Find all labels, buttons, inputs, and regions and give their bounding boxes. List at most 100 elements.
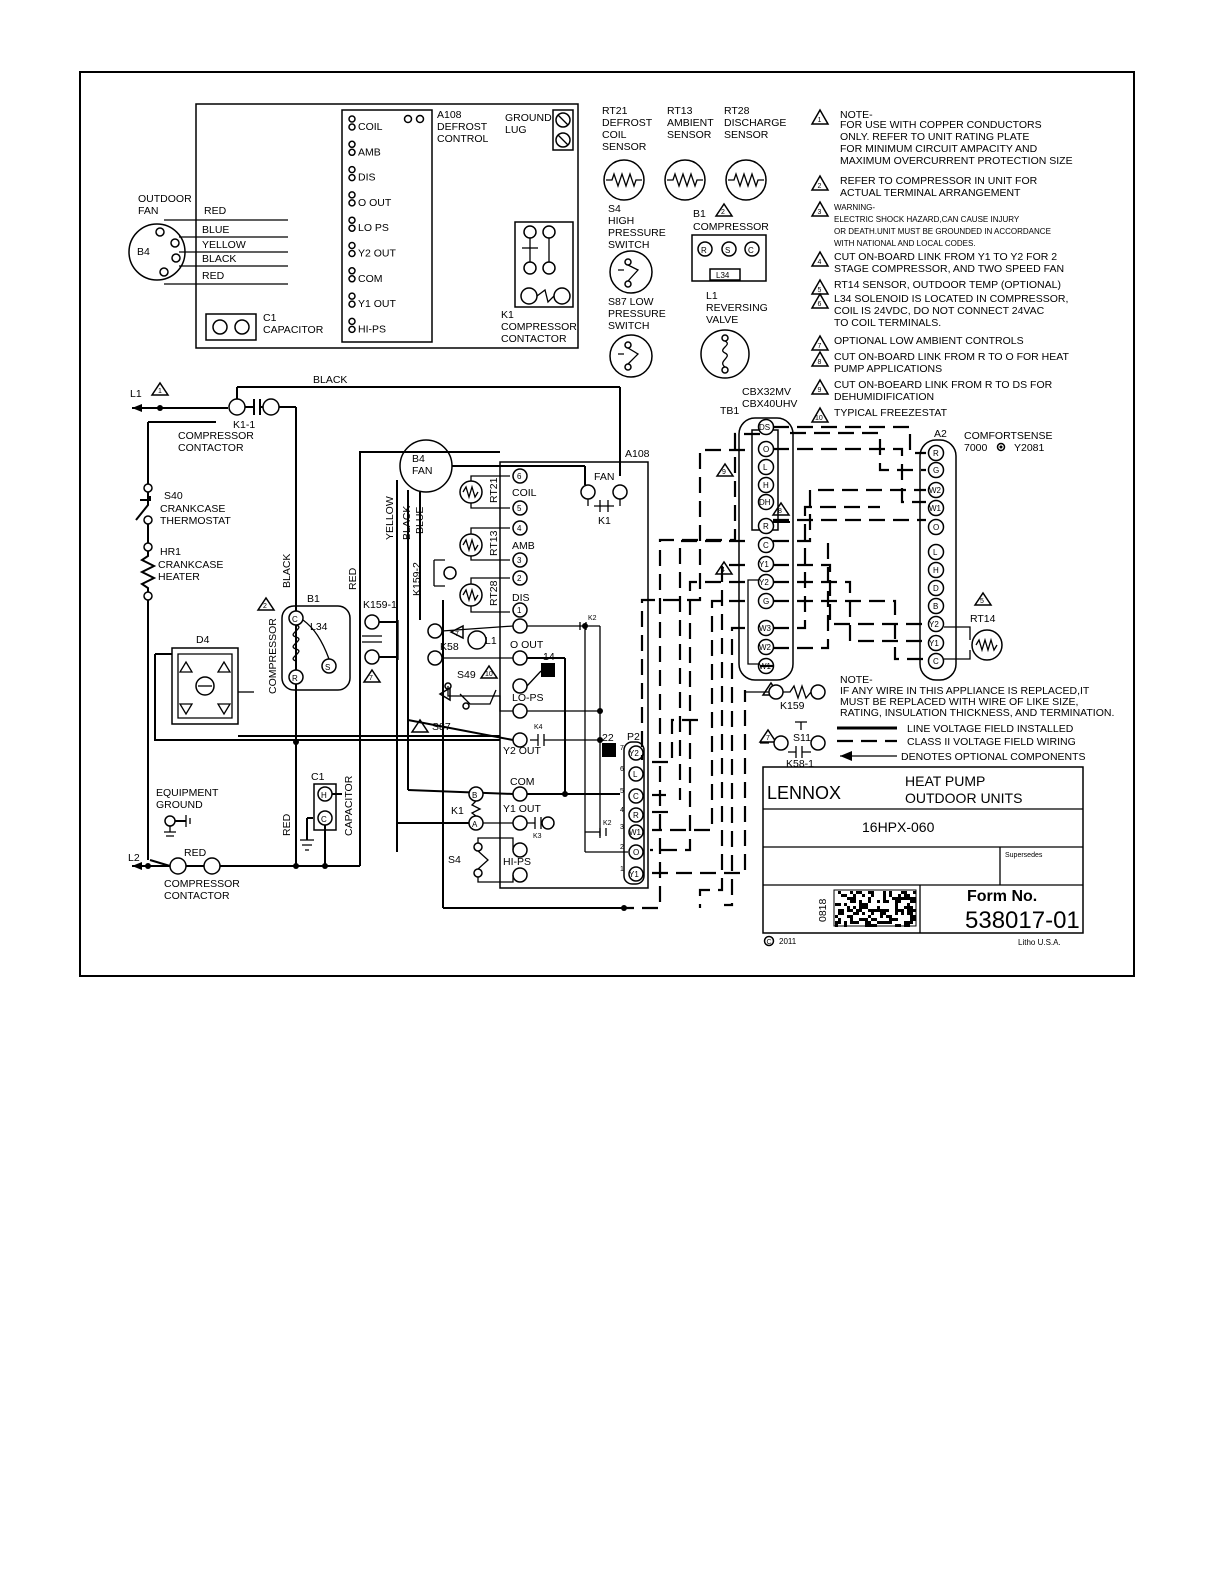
p2-pin-label: Y2 bbox=[629, 749, 639, 758]
p2-pin-label: L bbox=[633, 770, 638, 779]
note-line: WARNING- bbox=[834, 203, 875, 212]
s4-schem-label: S4 bbox=[448, 854, 461, 866]
p2-pin-label: Y1 bbox=[629, 870, 639, 879]
a108-schem-label: A108 bbox=[625, 448, 650, 460]
legend-optional: DENOTES OPTIONAL COMPONENTS bbox=[901, 751, 1086, 763]
rt21-label-0: RT21 bbox=[602, 105, 628, 117]
b-term-label: B bbox=[472, 791, 477, 800]
barcode-2d bbox=[833, 889, 917, 927]
a108-pin-label: HI-PS bbox=[358, 323, 386, 335]
k3-label: K3 bbox=[533, 833, 542, 840]
tb1-terminal-label: H bbox=[763, 481, 769, 490]
a2-terminal-label: Y1 bbox=[929, 639, 939, 648]
ground-lug bbox=[552, 109, 574, 151]
pin14-marker bbox=[541, 663, 555, 677]
legend-class2: CLASS II VOLTAGE FIELD WIRING bbox=[907, 736, 1076, 748]
black-label: BLACK bbox=[401, 506, 413, 540]
a2-terminal-label: H bbox=[933, 566, 939, 575]
p2-pin-num: 5 bbox=[620, 788, 624, 795]
a108-pin-label: O OUT bbox=[358, 197, 392, 209]
note-line: ONLY. REFER TO UNIT RATING PLATE bbox=[840, 131, 1029, 143]
a108-pin-label: DIS bbox=[358, 172, 376, 184]
note-number: 4 bbox=[818, 259, 822, 266]
s87-switch bbox=[609, 334, 653, 378]
a108-pin-label: AMB bbox=[358, 146, 381, 158]
a108-label-0: A108 bbox=[437, 109, 462, 121]
tb1-terminal-label: DH bbox=[759, 498, 771, 507]
pin22-marker bbox=[602, 743, 616, 757]
o-out-label: O OUT bbox=[510, 639, 544, 651]
note-line: TYPICAL FREEZESTAT bbox=[834, 407, 948, 419]
note-line: PUMP APPLICATIONS bbox=[834, 363, 942, 375]
a2-terminal-label: W2 bbox=[929, 486, 942, 495]
fan-wire-label-4: RED bbox=[202, 270, 225, 282]
note-line: WITH NATIONAL AND LOCAL CODES. bbox=[834, 239, 976, 248]
p2-pin-num: 1 bbox=[620, 866, 624, 873]
p2-pin-num: 3 bbox=[620, 824, 624, 831]
a2-terminal-label: C bbox=[933, 657, 939, 666]
a2-thermostat bbox=[919, 439, 957, 681]
pin22-label: 22 bbox=[602, 732, 614, 744]
yellow-label: YELLOW bbox=[384, 496, 396, 540]
form-label: Form No. bbox=[967, 888, 1037, 905]
red-vert-left-label: RED bbox=[281, 813, 293, 836]
l1-top-label-0: L1 bbox=[706, 290, 718, 302]
c1-label-1: CAPACITOR bbox=[263, 324, 324, 336]
l1-coil bbox=[467, 630, 487, 650]
lo-ps-label: LO-PS bbox=[512, 692, 544, 704]
p2-pin-num: 6 bbox=[620, 766, 624, 773]
s87-top-label-2: SWITCH bbox=[608, 320, 649, 332]
cbx-label-1: CBX40UHV bbox=[742, 398, 797, 410]
note-line: FOR MINIMUM CIRCUIT AMPACITY AND bbox=[840, 143, 1038, 155]
note-number: 6 bbox=[818, 301, 822, 308]
note-line: ELECTRIC SHOCK HAZARD,CAN CAUSE INJURY bbox=[834, 215, 1020, 224]
rt21-sensor bbox=[603, 159, 645, 201]
note-line: CUT ON-BOARD LINK FROM R TO O FOR HEAT bbox=[834, 351, 1069, 363]
ground-lug-label-0: GROUND bbox=[505, 112, 552, 124]
k2-top-label: K2 bbox=[588, 615, 597, 622]
c1-label-0: C1 bbox=[263, 312, 277, 324]
red-vert-mid-label: RED bbox=[347, 567, 359, 590]
rt13-schem-label: RT13 bbox=[488, 530, 500, 556]
outdoor-fan-label-0: OUTDOOR bbox=[138, 193, 192, 205]
a108-control-board bbox=[499, 461, 649, 889]
thermostat-section: CBX32MV CBX40UHV TB1 DSOLHDHRCY1Y2GW3W2W… bbox=[624, 386, 1052, 910]
k58-label: K58 bbox=[440, 641, 459, 653]
a108-board bbox=[341, 109, 433, 343]
s87-top-label-0: S87 LOW bbox=[608, 296, 654, 308]
form-number: 538017-01 bbox=[965, 907, 1080, 934]
b1-term-0: R bbox=[701, 246, 707, 255]
b1-schem-label: B1 bbox=[307, 593, 320, 605]
p2-pin-label: C bbox=[633, 792, 639, 801]
board-pin-num: 3 bbox=[517, 556, 522, 565]
board-pin-label: AMB bbox=[512, 540, 535, 552]
p2-pin-label: W1 bbox=[629, 828, 642, 837]
p2-pin-num: 2 bbox=[620, 844, 624, 851]
note-line: COIL IS 24VDC, DO NOT CONNECT 24VAC bbox=[834, 305, 1045, 317]
b1-r-term: R bbox=[292, 674, 298, 683]
hr1-label-0: HR1 bbox=[160, 546, 181, 558]
note-line: OPTIONAL LOW AMBIENT CONTROLS bbox=[834, 335, 1024, 347]
board-pin-num: 6 bbox=[517, 472, 522, 481]
fan-wire-label-1: BLUE bbox=[202, 224, 229, 236]
tb1-terminal-label: DS bbox=[759, 423, 770, 432]
c1-c-term: C bbox=[321, 815, 327, 824]
equipment-ground-label-1: GROUND bbox=[156, 799, 203, 811]
rt28-label-2: SENSOR bbox=[724, 129, 769, 141]
s4-label-0: S4 bbox=[608, 203, 621, 215]
s40-label-0: S40 bbox=[164, 490, 183, 502]
board-pin-label: DIS bbox=[512, 592, 530, 604]
s4-label-3: SWITCH bbox=[608, 239, 649, 251]
tb1-terminal-label: O bbox=[763, 445, 769, 454]
svg-text:10: 10 bbox=[485, 671, 493, 678]
l2-line-label: L2 bbox=[128, 852, 140, 864]
board-pin-num: 5 bbox=[517, 504, 522, 513]
note-line: CUT ON-BOEARD LINK FROM R TO DS FOR bbox=[834, 379, 1053, 391]
rt14-label: RT14 bbox=[970, 613, 996, 625]
hr1-label-2: HEATER bbox=[158, 571, 200, 583]
s4-switch bbox=[609, 250, 653, 294]
